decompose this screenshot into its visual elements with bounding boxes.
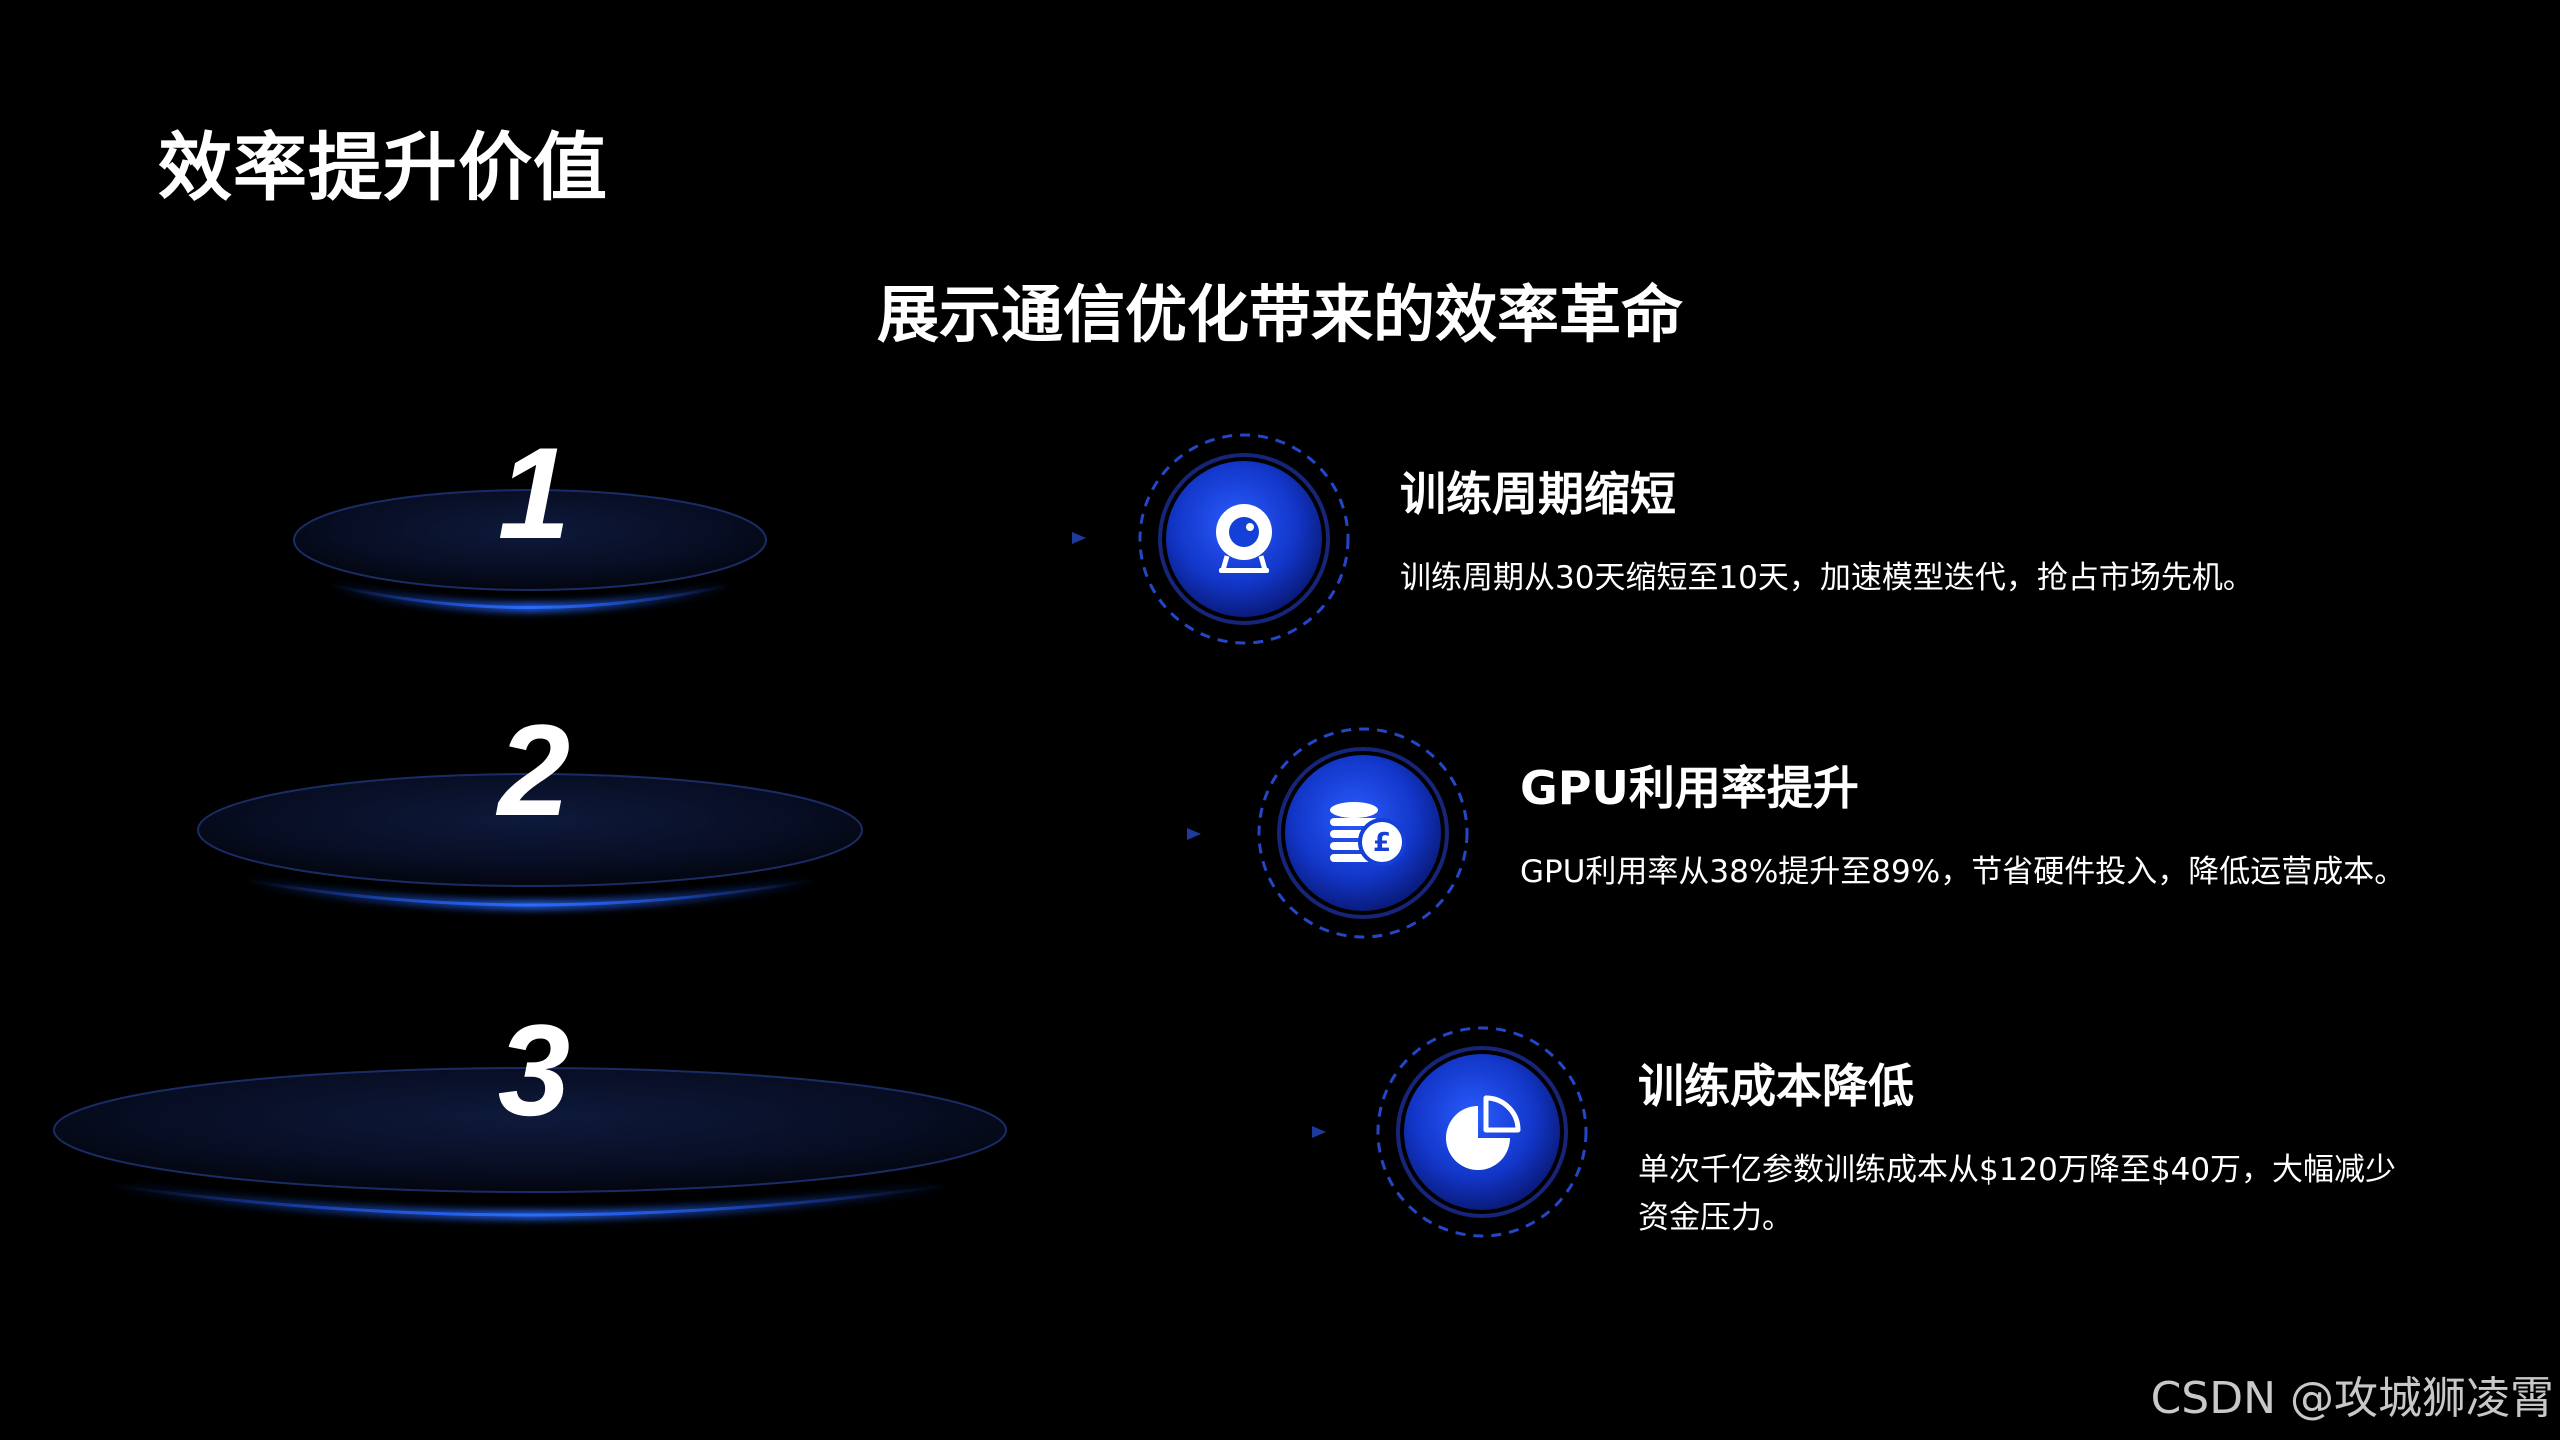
coins-icon-badge: £ bbox=[1256, 726, 1470, 940]
watermark: CSDN @攻城狮凌霄 bbox=[2150, 1373, 2554, 1424]
step-3-number: 3 bbox=[497, 997, 571, 1143]
step-2-text: GPU利用率提升 GPU利用率从38%提升至89%，节省硬件投入，降低运营成本。 bbox=[1520, 752, 2520, 896]
step-3-description: 单次千亿参数训练成本从$120万降至$40万，大幅减少资金压力。 bbox=[1638, 1152, 2397, 1236]
coins-pound-icon: £ bbox=[1330, 802, 1406, 866]
step-1-connector-arrow bbox=[820, 528, 1090, 548]
step-2-connector-arrow bbox=[935, 824, 1205, 844]
webcam-icon bbox=[1216, 504, 1272, 573]
step-1-text: 训练周期缩短 训练周期从30天缩短至10天，加速模型迭代，抢占市场先机。 bbox=[1400, 458, 2300, 602]
step-2-description: GPU利用率从38%提升至89%，节省硬件投入，降低运营成本。 bbox=[1520, 854, 2406, 890]
svg-text:£: £ bbox=[1373, 828, 1391, 858]
pie-chart-icon-badge bbox=[1375, 1025, 1589, 1239]
pie-chart-icon bbox=[1446, 1095, 1521, 1170]
slide-subtitle: 展示通信优化带来的效率革命 bbox=[876, 278, 1683, 351]
step-3-heading: 训练成本降低 bbox=[1638, 1059, 1914, 1113]
step-2-platform bbox=[195, 770, 865, 920]
step-1-description: 训练周期从30天缩短至10天，加速模型迭代，抢占市场先机。 bbox=[1400, 560, 2254, 596]
webcam-icon-badge bbox=[1137, 432, 1351, 646]
step-3-platform bbox=[50, 1065, 1010, 1235]
step-3-connector-arrow bbox=[1060, 1122, 1330, 1142]
step-1-number: 1 bbox=[497, 420, 571, 566]
step-2-number: 2 bbox=[497, 697, 571, 843]
step-1-heading: 训练周期缩短 bbox=[1400, 467, 1676, 521]
step-3-text: 训练成本降低 单次千亿参数训练成本从$120万降至$40万，大幅减少资金压力。 bbox=[1638, 1050, 2398, 1242]
slide-title: 效率提升价值 bbox=[158, 125, 608, 211]
step-2-heading: GPU利用率提升 bbox=[1520, 761, 1859, 815]
step-1-platform bbox=[290, 485, 770, 625]
